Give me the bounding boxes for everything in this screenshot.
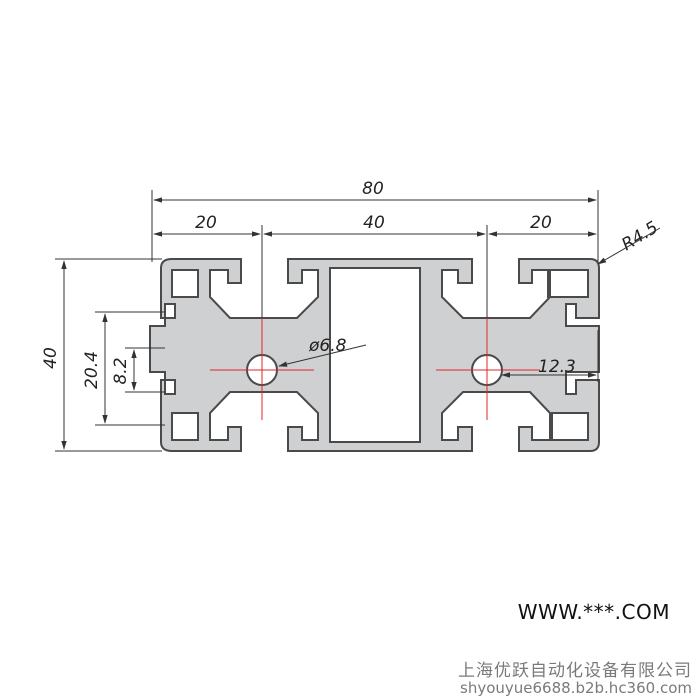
- dim-slot-span: 20.4: [82, 351, 102, 389]
- dim-height: 40: [41, 347, 61, 369]
- watermark-company: 上海优跃自动化设备有限公司: [458, 661, 692, 681]
- watermark-site: WWW.***.COM: [517, 600, 670, 624]
- profile-section: [149, 258, 600, 452]
- dim-slot-opening: 8.2: [111, 357, 131, 384]
- dim-right-spacing: 20: [530, 213, 552, 233]
- centerlines: [210, 318, 540, 420]
- dim-line-bore-diameter: [278, 344, 367, 367]
- profile-outline: [149, 258, 600, 452]
- dim-overall-width: 80: [362, 179, 384, 199]
- watermark-contact: shyouyue6688.b2b.hc360.com: [460, 679, 692, 697]
- dim-middle-spacing: 40: [363, 213, 385, 233]
- dim-corner-radius: R4.5: [618, 218, 662, 256]
- dim-bore-diameter: ø6.8: [308, 336, 347, 356]
- dim-left-spacing: 20: [195, 213, 217, 233]
- dim-line-corner-radius: [597, 227, 661, 265]
- dim-center-width: 12.3: [538, 357, 576, 377]
- dimension-lines: [55, 190, 661, 452]
